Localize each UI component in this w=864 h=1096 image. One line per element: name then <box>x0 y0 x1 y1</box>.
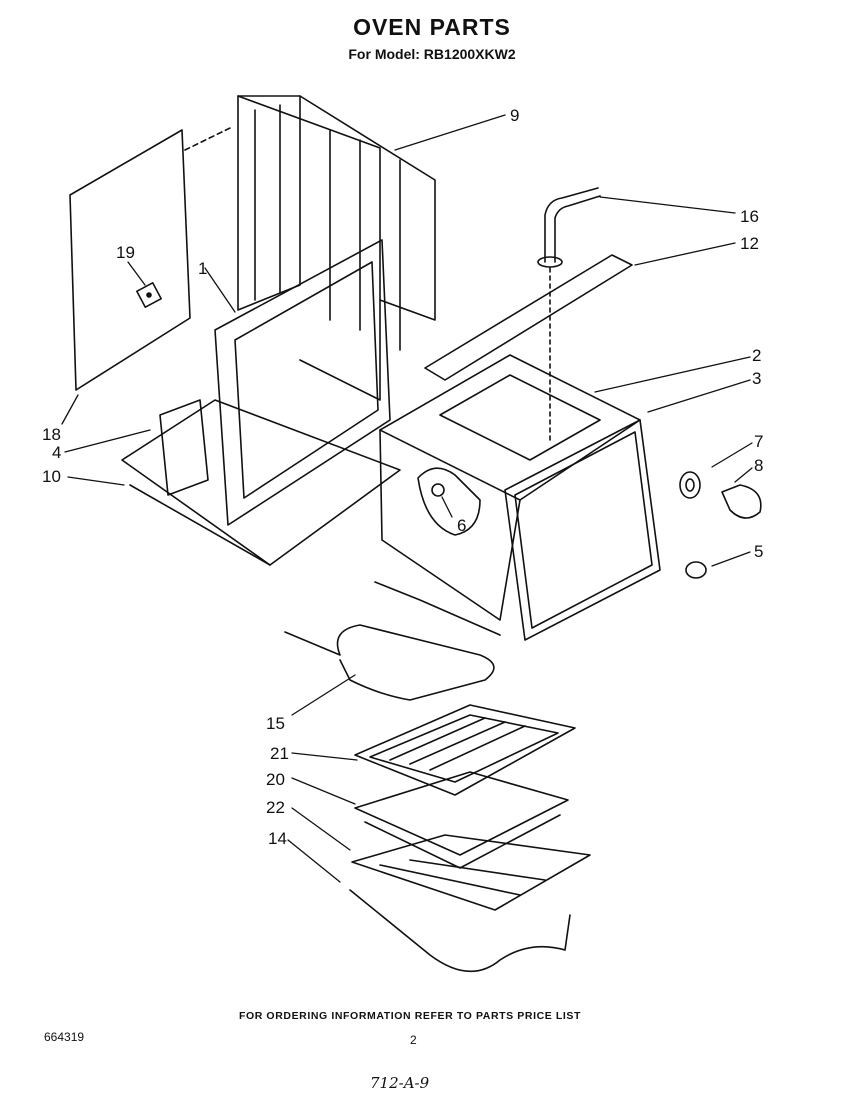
part-15-bake-element <box>284 581 501 701</box>
document-code: 664319 <box>44 1030 85 1044</box>
part-7-socket <box>679 471 701 499</box>
part-9-back-wall <box>237 95 436 401</box>
callout-16: 16 <box>740 207 759 226</box>
callout-9: 9 <box>510 106 519 125</box>
part-6-light-housing <box>417 467 481 536</box>
callout-1: 1 <box>198 259 207 278</box>
part-10-bottom-tray <box>121 399 401 566</box>
callout-labels: 9 16 12 19 1 2 3 18 4 10 7 8 6 5 15 21 2… <box>42 106 763 848</box>
part-20-broiler-pan <box>354 771 569 869</box>
page-number: 2 <box>410 1033 417 1047</box>
callout-18: 18 <box>42 425 61 444</box>
callout-14: 14 <box>268 829 287 848</box>
callout-4: 4 <box>52 443 61 462</box>
part-16-vent-tube <box>537 187 601 441</box>
ordering-note: FOR ORDERING INFORMATION REFER TO PARTS … <box>238 1010 582 1022</box>
part-14-rack-base <box>349 889 571 973</box>
callout-7: 7 <box>754 432 763 451</box>
callout-10: 10 <box>42 467 61 486</box>
callout-2: 2 <box>752 346 761 365</box>
part-3-gasket <box>504 419 661 641</box>
page-title: OVEN PARTS <box>353 14 511 40</box>
callout-5: 5 <box>754 542 763 561</box>
handwritten-reference: 712-A-9 <box>370 1074 430 1092</box>
callout-20: 20 <box>266 770 285 789</box>
callout-15: 15 <box>266 714 285 733</box>
part-1-front-frame <box>214 239 391 526</box>
callout-12: 12 <box>740 234 759 253</box>
part-12-top-strip <box>424 254 633 381</box>
leader-lines <box>61 114 753 883</box>
part-18-rear-panel <box>69 127 231 391</box>
part-21-broiler-rack <box>354 704 576 796</box>
part-8-bulb <box>721 484 762 519</box>
model-subtitle: For Model: RB1200XKW2 <box>348 46 516 62</box>
callout-6: 6 <box>457 516 466 535</box>
callout-8: 8 <box>754 456 763 475</box>
part-22-oven-rack <box>351 834 591 911</box>
callout-19: 19 <box>116 243 135 262</box>
part-5-plug <box>685 561 707 579</box>
part-4-bracket <box>159 399 209 496</box>
callout-3: 3 <box>752 369 761 388</box>
callout-21: 21 <box>270 744 289 763</box>
callout-22: 22 <box>266 798 285 817</box>
